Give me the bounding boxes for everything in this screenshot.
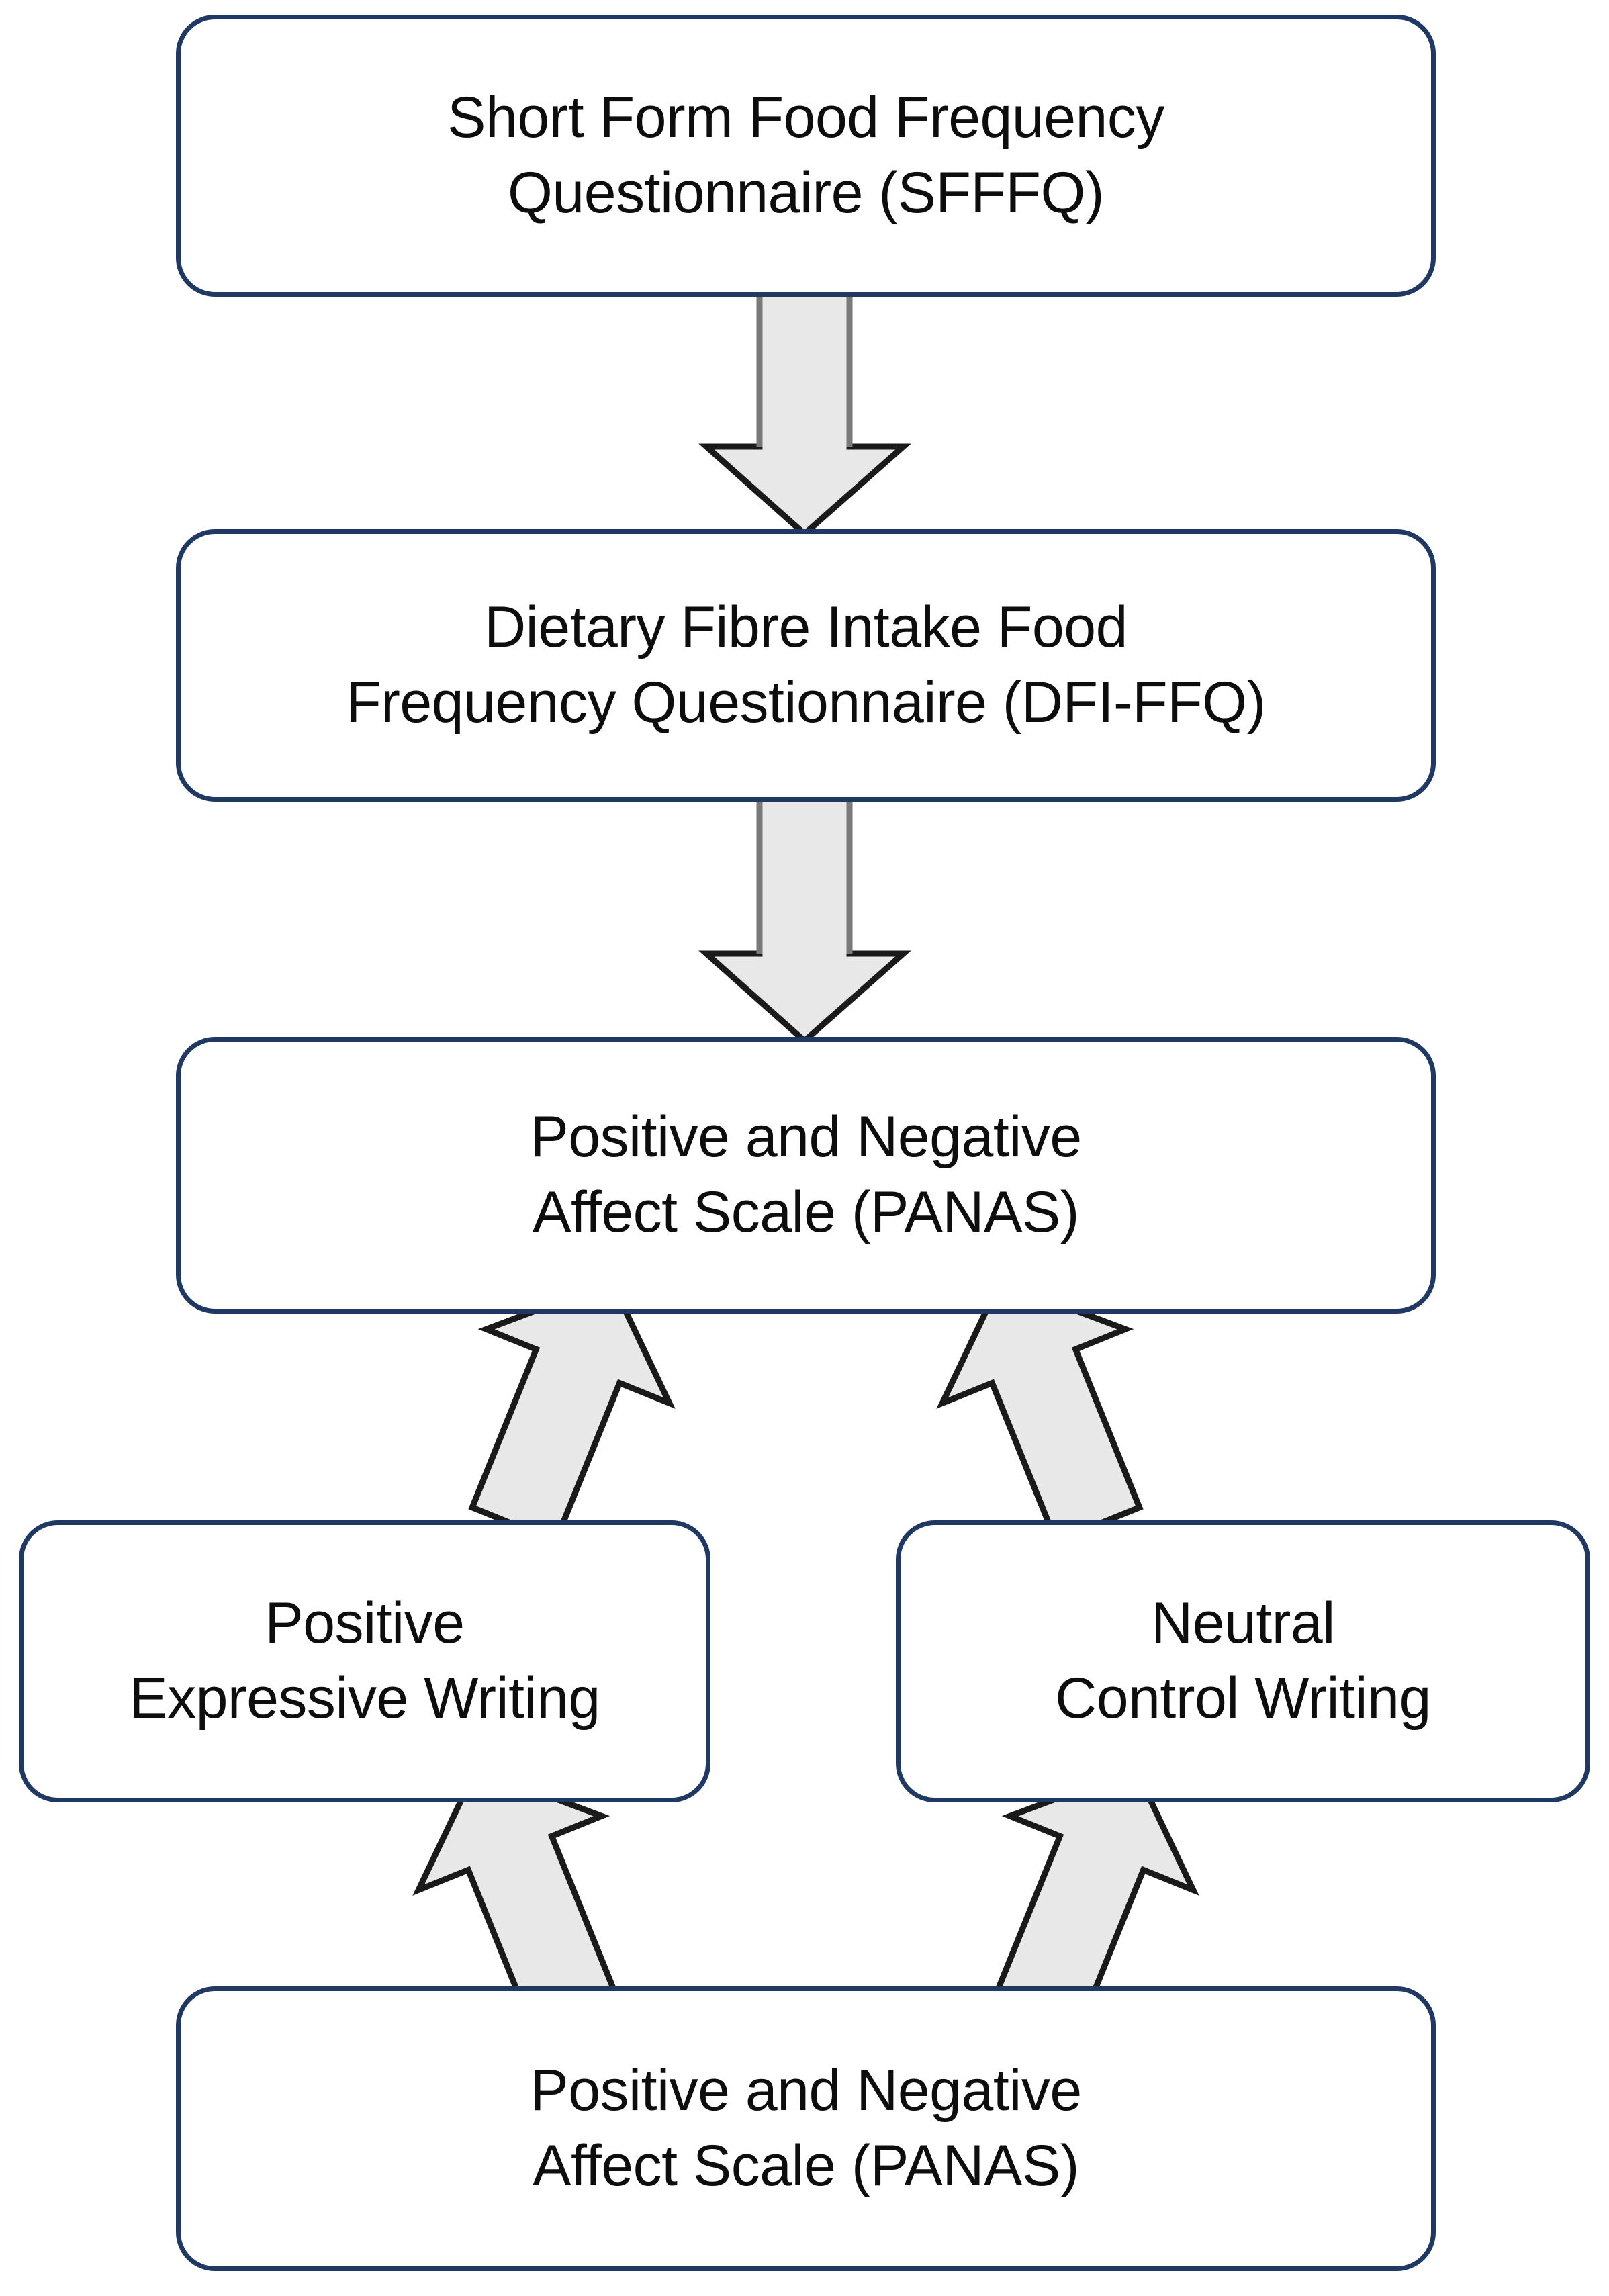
arrow-dfiffq-to-panas-icon xyxy=(698,793,911,1046)
node-positive-and-negative-affect-scale-post[interactable]: Positive and Negative Affect Scale (PANA… xyxy=(176,1986,1436,2271)
node-label-line-1: Neutral xyxy=(1151,1591,1335,1656)
node-label-line-1: Short Form Food Frequency xyxy=(447,85,1164,150)
node-label-line-2: Control Writing xyxy=(1055,1666,1431,1731)
node-neutral-control-writing[interactable]: Neutral Control Writing xyxy=(896,1520,1590,1802)
node-positive-and-negative-affect-scale-pre[interactable]: Positive and Negative Affect Scale (PANA… xyxy=(176,1037,1436,1314)
node-label-line-2: Affect Scale (PANAS) xyxy=(533,2133,1079,2198)
node-label-line-1: Positive and Negative xyxy=(530,2058,1082,2123)
node-dietary-fibre-intake-food-frequency-questionnaire[interactable]: Dietary Fibre Intake Food Frequency Ques… xyxy=(176,529,1436,802)
node-label-line-2: Questionnaire (SFFFQ) xyxy=(508,160,1104,225)
node-label-line-2: Frequency Questionnaire (DFI-FFQ) xyxy=(346,670,1266,735)
node-label-line-1: Dietary Fibre Intake Food xyxy=(484,595,1128,660)
node-positive-expressive-writing[interactable]: Positive Expressive Writing xyxy=(19,1520,710,1802)
node-label-line-1: Positive xyxy=(265,1591,465,1656)
node-short-form-food-frequency-questionnaire[interactable]: Short Form Food Frequency Questionnaire … xyxy=(176,15,1436,297)
arrow-sfffq-to-dfiffq-icon xyxy=(698,285,911,539)
node-label-line-2: Expressive Writing xyxy=(129,1666,600,1731)
node-label-line-1: Positive and Negative xyxy=(530,1105,1082,1170)
node-label-line-2: Affect Scale (PANAS) xyxy=(533,1180,1079,1244)
